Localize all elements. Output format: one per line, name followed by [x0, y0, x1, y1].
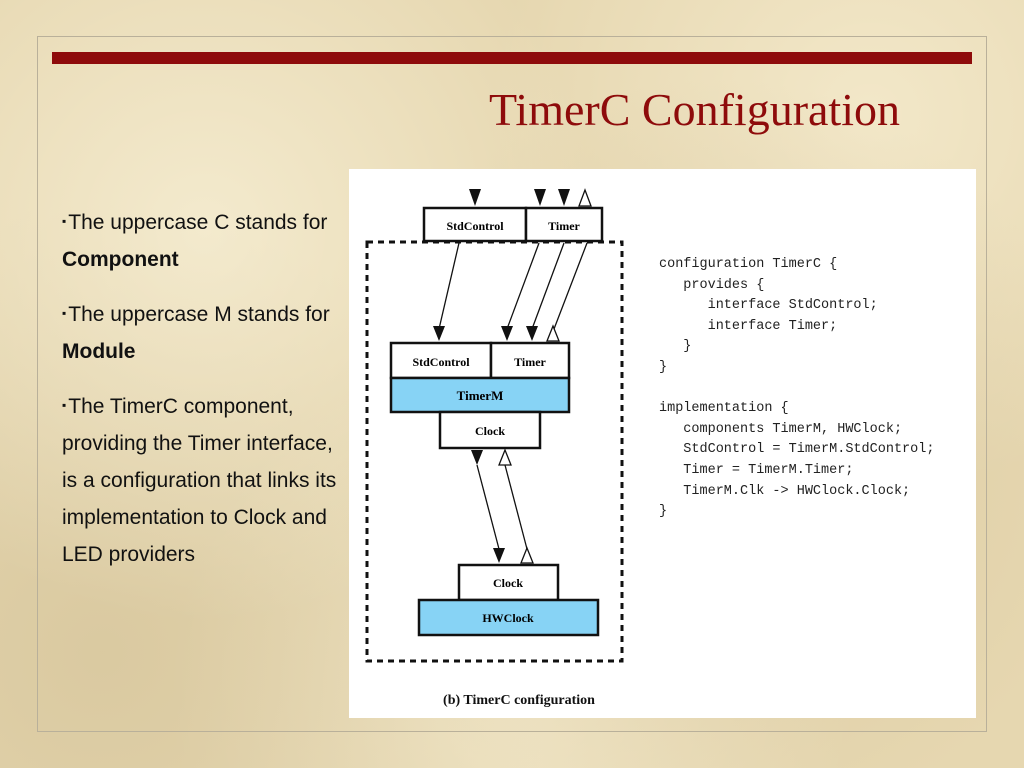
clock-used-arrow [471, 450, 483, 465]
top-timer-box [524, 206, 604, 243]
hw-clock-arrow [493, 548, 505, 563]
bullet-marker: ▪ [62, 306, 67, 320]
clock-link-line-2 [504, 464, 528, 550]
bullet-item: ▪The uppercase M stands for Module [62, 295, 342, 370]
hwclock-box [417, 598, 600, 637]
figure-caption: (b) TimerC configuration [443, 693, 595, 708]
code-line: TimerM.Clk -> HWClock.Clock; [659, 483, 911, 499]
code-line: interface Timer; [659, 318, 838, 334]
wiring-diagram: StdControl Timer StdControl Timer TimerM… [365, 188, 624, 663]
mid-timer-open-arrow [546, 324, 560, 342]
bullet-text: The uppercase M stands for [68, 303, 330, 326]
timer-link-line-2 [531, 242, 565, 330]
bullet-marker: ▪ [62, 398, 67, 412]
bullet-marker: ▪ [62, 214, 67, 228]
mid-stdcontrol-box [389, 341, 493, 380]
code-line: } [659, 504, 668, 520]
mid-stdcontrol-arrow [433, 326, 445, 341]
code-line: interface StdControl; [659, 298, 878, 314]
stdcontrol-link-line [438, 242, 460, 330]
timerc-figure: StdControl Timer StdControl Timer TimerM… [349, 169, 976, 718]
bullet-bold-term: Module [62, 340, 136, 363]
timerm-label: TimerM [457, 388, 504, 403]
nesc-code-listing: configuration TimerC { provides { interf… [659, 255, 934, 523]
top-stdcontrol-label: StdControl [446, 219, 504, 233]
configuration-boundary [365, 240, 624, 663]
bullet-list: ▪The uppercase C stands for Component ▪T… [62, 203, 342, 590]
title-accent-bar [52, 52, 972, 64]
code-line: provides { [659, 277, 765, 293]
clock-link-line-1 [476, 464, 500, 550]
slide-frame [37, 36, 987, 732]
hwclock-label: HWClock [482, 611, 534, 625]
code-line: ​ [659, 379, 934, 400]
hw-clock-open-arrow [520, 546, 534, 564]
top-timer-open-arrow [578, 188, 592, 207]
bullet-bold-term: Component [62, 248, 179, 271]
mid-timer-arrow-2 [526, 326, 538, 341]
bullet-item: ▪The TimerC component, providing the Tim… [62, 387, 342, 573]
code-line: StdControl = TimerM.StdControl; [659, 442, 935, 458]
timerm-module-box [389, 376, 571, 414]
code-line: components TimerM, HWClock; [659, 421, 903, 437]
bullet-item: ▪The uppercase C stands for Component [62, 203, 342, 278]
code-line: implementation { [659, 401, 789, 417]
clock-lower-label: Clock [493, 576, 523, 590]
top-stdcontrol-arrow [469, 189, 481, 206]
clock-upper-box [438, 410, 542, 450]
bullet-text: The TimerC component, providing the Time… [62, 395, 337, 566]
mid-stdcontrol-label: StdControl [412, 355, 470, 369]
code-line: configuration TimerC { [659, 257, 838, 272]
mid-timer-label: Timer [514, 355, 546, 369]
code-line: } [659, 339, 692, 355]
top-timer-arrow-1 [534, 189, 546, 206]
top-timer-label: Timer [548, 219, 580, 233]
mid-timer-arrow-1 [501, 326, 513, 341]
clock-used-open-arrow [498, 448, 512, 466]
mid-timer-box [489, 341, 571, 380]
clock-upper-label: Clock [475, 424, 505, 438]
code-line: Timer = TimerM.Timer; [659, 462, 854, 478]
top-timer-arrow-2 [558, 189, 570, 206]
bullet-text: The uppercase C stands for [68, 211, 328, 234]
slide-title: TimerC Configuration [488, 84, 900, 135]
timer-link-line-3 [553, 242, 588, 330]
timer-link-line-1 [506, 242, 540, 330]
code-line: } [659, 359, 668, 375]
